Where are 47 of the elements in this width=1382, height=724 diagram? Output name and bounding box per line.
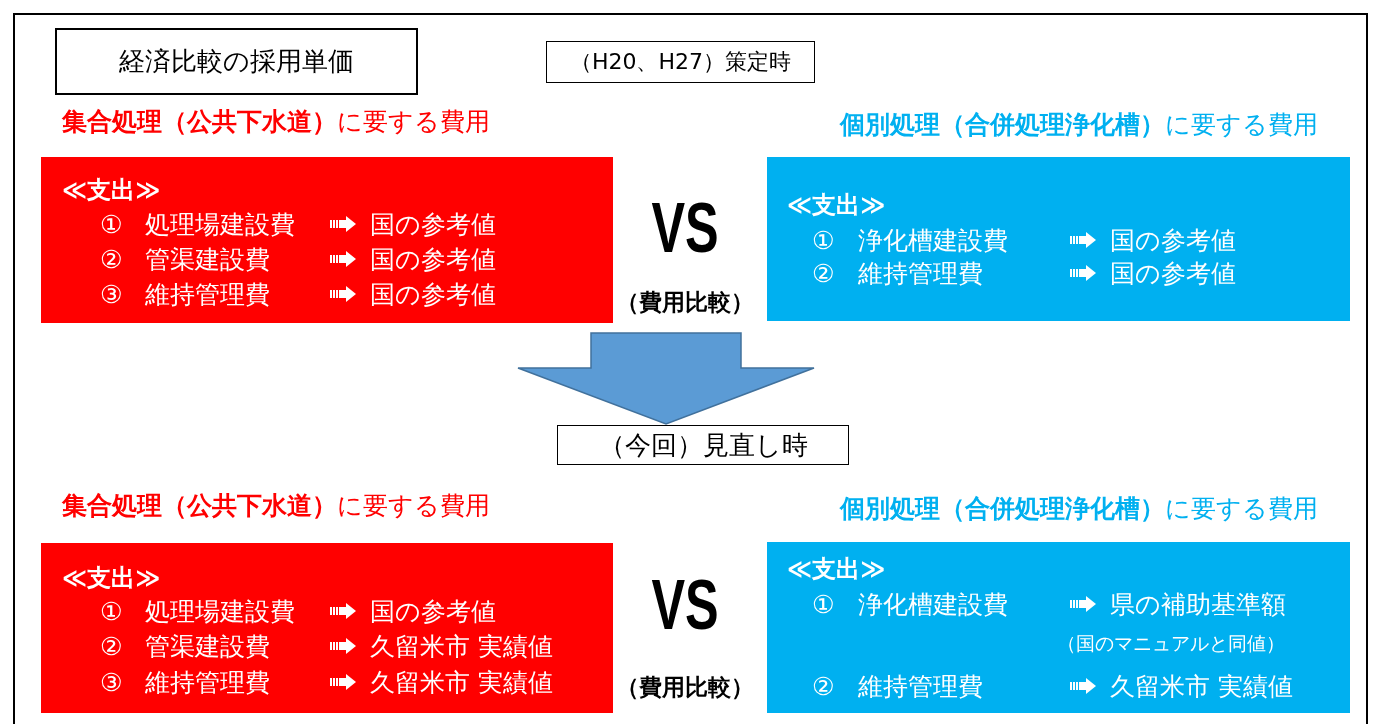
item-number: ② <box>100 246 123 272</box>
item-text: 処理場建設費 <box>145 598 295 624</box>
section-label: ≪支出≫ <box>62 178 161 202</box>
item-text: 維持管理費 <box>858 673 983 699</box>
item-text: 久留米市 実績値 <box>1110 673 1293 699</box>
item-number: ① <box>812 591 835 617</box>
comparison-label: （費用比較） <box>616 675 754 699</box>
item-text: 浄化槽建設費 <box>858 227 1008 253</box>
section-heading: 個別処理（合併処理浄化槽）に要する費用 <box>840 111 1318 137</box>
section-heading: 集合処理（公共下水道）に要する費用 <box>62 108 490 134</box>
item-text: 国の参考値 <box>370 246 496 272</box>
item-text: 管渠建設費 <box>145 633 270 659</box>
vs-text: VS <box>651 570 719 640</box>
title-box: （H20、H27）策定時 <box>546 41 815 83</box>
item-text: 久留米市 実績値 <box>370 633 553 659</box>
item-text: 国の参考値 <box>370 598 496 624</box>
item-number: ② <box>100 633 123 659</box>
item-text: 県の補助基準額 <box>1110 591 1286 617</box>
comparison-label: （費用比較） <box>616 290 754 314</box>
title-box: （今回）見直し時 <box>557 425 849 465</box>
item-number: ① <box>812 227 835 253</box>
item-text: 国の参考値 <box>370 281 496 307</box>
item-number: ③ <box>100 281 123 307</box>
item-text: 管渠建設費 <box>145 246 270 272</box>
item-number: ① <box>100 598 123 624</box>
section-label: ≪支出≫ <box>787 193 886 217</box>
section-label: ≪支出≫ <box>787 557 886 581</box>
note-text: （国のマニュアルと同値） <box>1057 633 1285 653</box>
block-arrow <box>517 332 815 425</box>
item-text: 維持管理費 <box>858 260 983 286</box>
item-text: 浄化槽建設費 <box>858 591 1008 617</box>
item-text: 国の参考値 <box>370 211 496 237</box>
item-number: ③ <box>100 669 123 695</box>
vs-text: VS <box>651 193 719 263</box>
section-label: ≪支出≫ <box>62 566 161 590</box>
item-text: 処理場建設費 <box>145 211 295 237</box>
item-number: ② <box>812 260 835 286</box>
item-text: 維持管理費 <box>145 669 270 695</box>
item-text: 国の参考値 <box>1110 260 1236 286</box>
item-text: 国の参考値 <box>1110 227 1236 253</box>
title-box: 経済比較の採用単価 <box>55 28 418 95</box>
section-heading: 集合処理（公共下水道）に要する費用 <box>62 492 490 518</box>
item-text: 久留米市 実績値 <box>370 669 553 695</box>
item-number: ② <box>812 673 835 699</box>
section-heading: 個別処理（合併処理浄化槽）に要する費用 <box>840 495 1318 521</box>
item-number: ① <box>100 211 123 237</box>
item-text: 維持管理費 <box>145 281 270 307</box>
